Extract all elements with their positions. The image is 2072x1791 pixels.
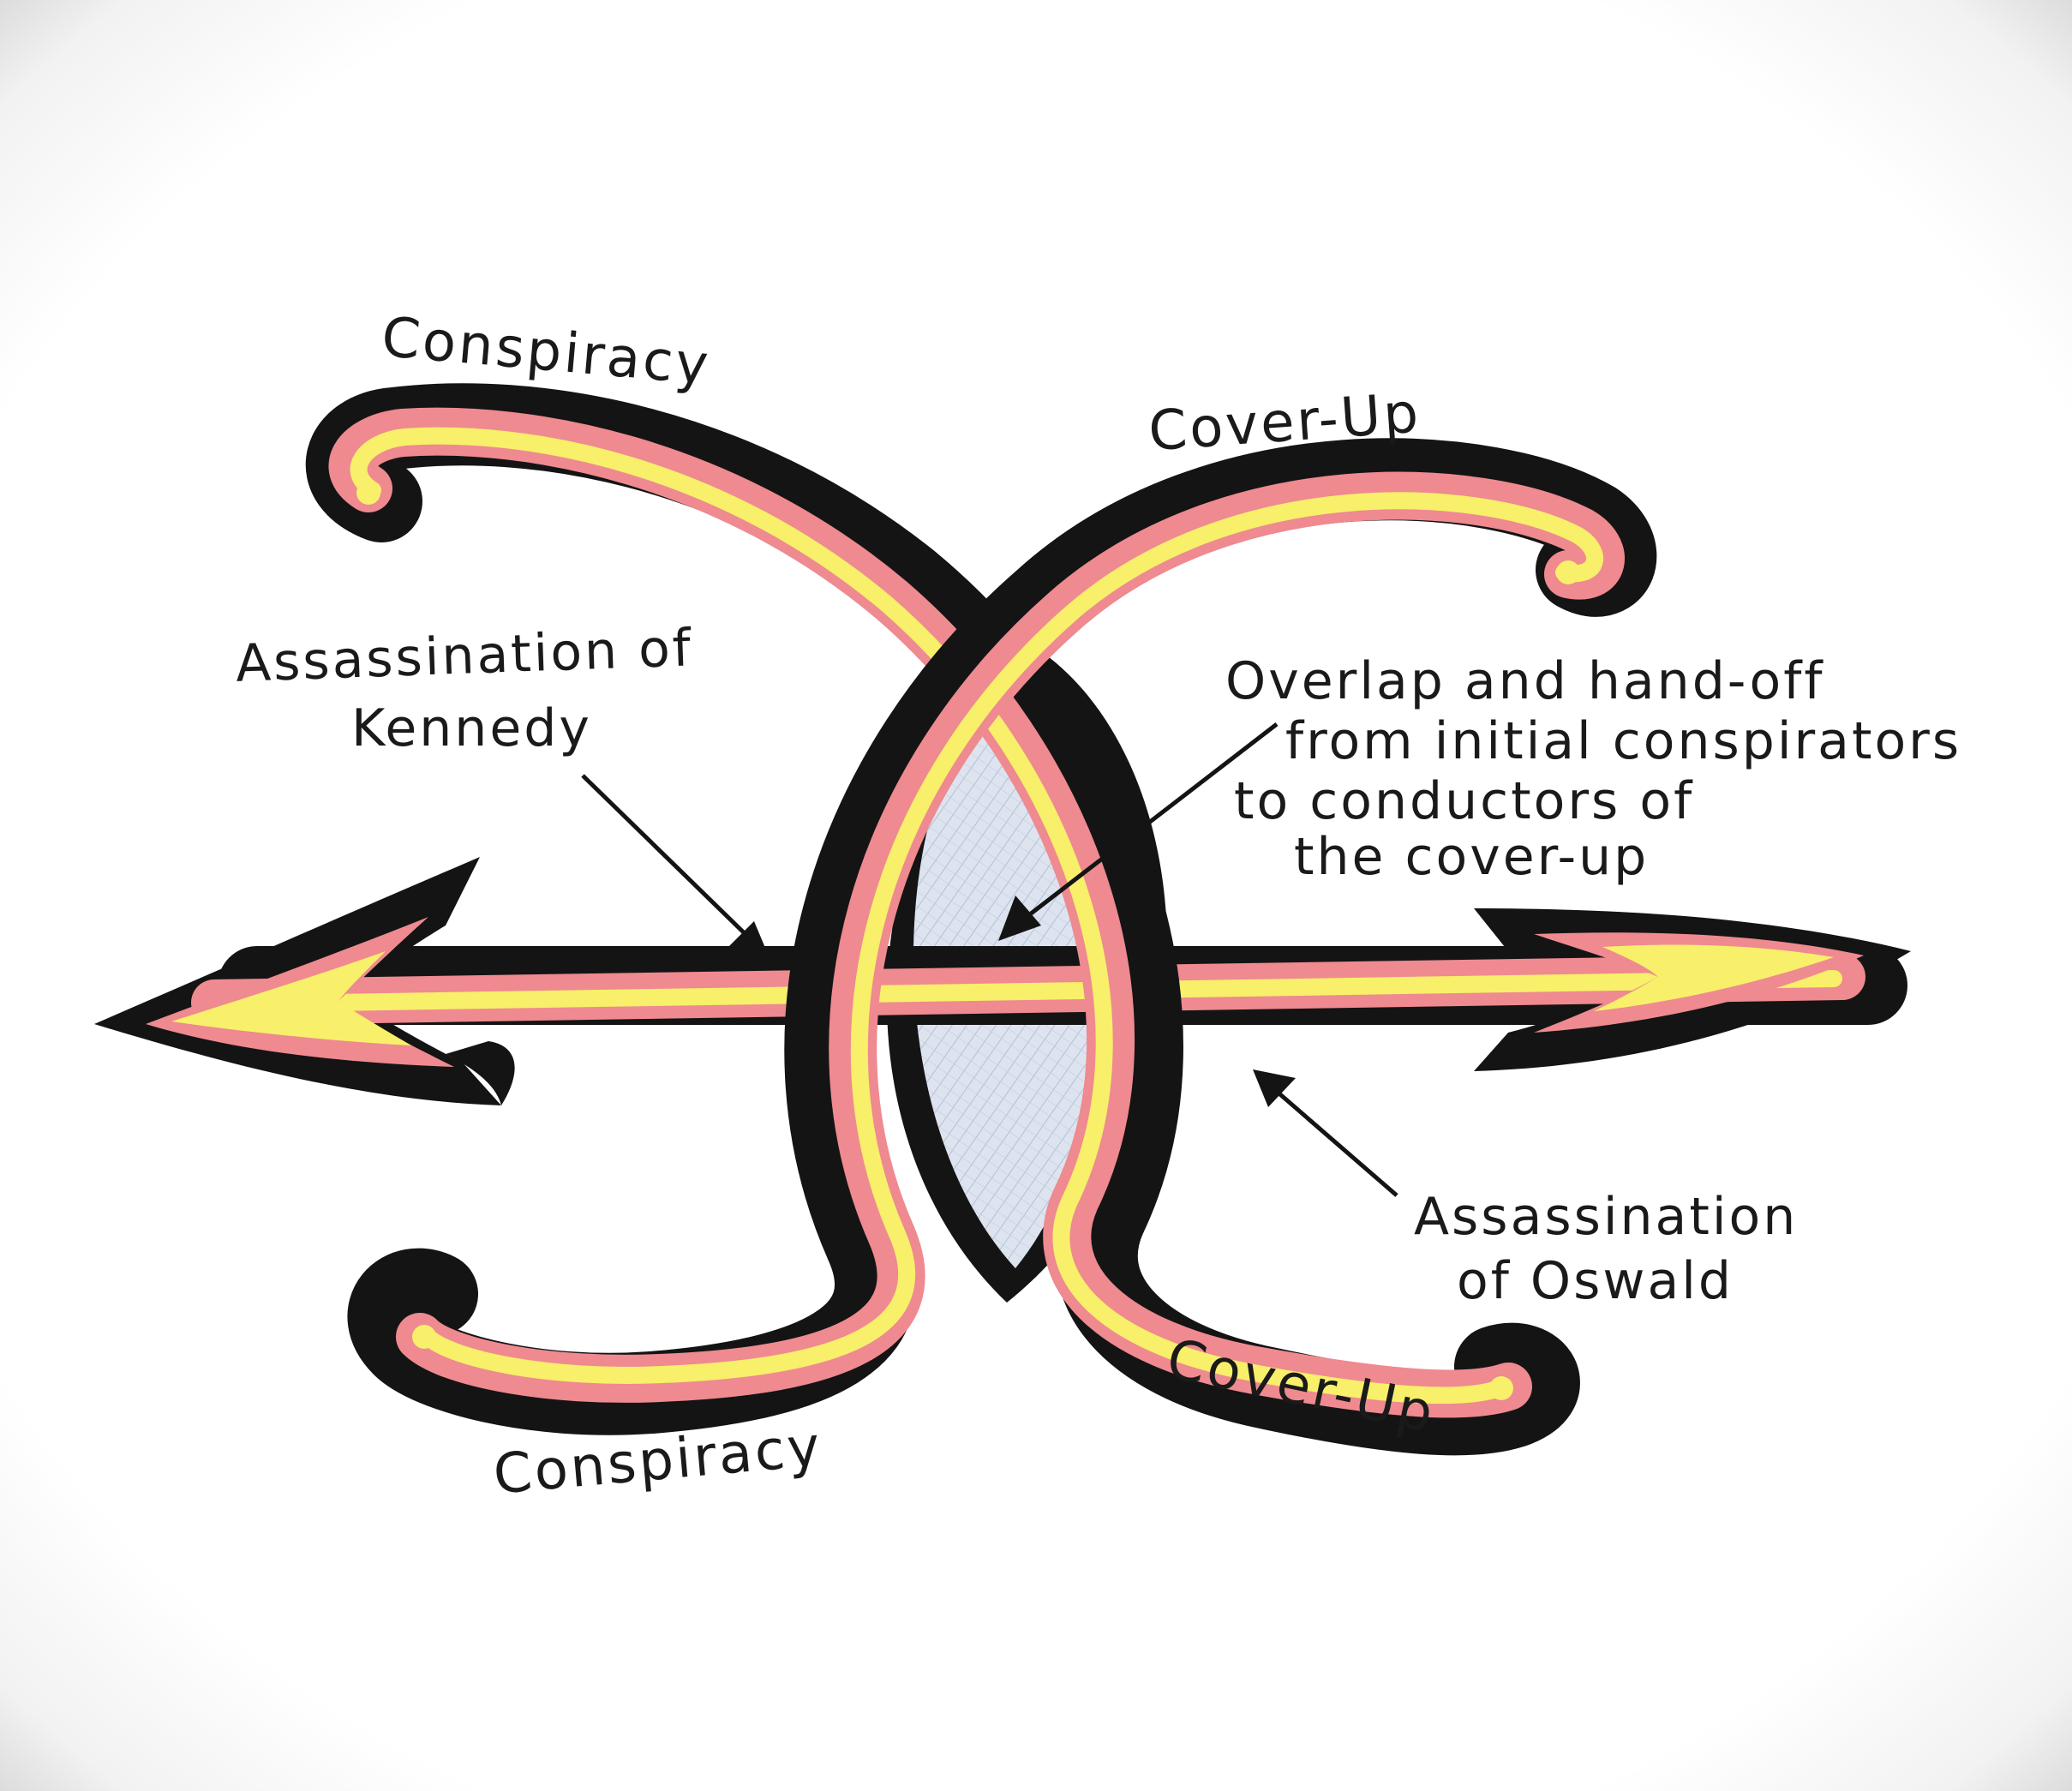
label-oswald-line1: Assassination [1414,1187,1798,1247]
conspiracy-bottom-right-curl [1489,1376,1513,1400]
label-overlap-line2: from initial conspirators [1285,711,1961,771]
conspiracy-top-curl [356,481,380,505]
coverup-band-yellow [417,492,1603,1384]
right-arrowhead-core [1594,944,1834,1011]
left-arrowhead-core [171,951,411,1045]
label-kennedy-line2: Kennedy [351,698,592,758]
timeline-arrow [94,857,1911,1105]
coverup-top-curl [1556,560,1580,584]
label-kennedy-line1: Assassination of [235,618,694,694]
label-overlap-line3: to conductors of [1234,771,1694,831]
coverup-bottom-left-curl [412,1325,436,1349]
label-conspiracy-top: Conspiracy [380,306,714,398]
left-barb-bottom [446,1041,515,1105]
oswald-pointer [1253,1069,1398,1197]
pointer-arrows [581,722,1398,1197]
conspiracy-band [306,383,1580,1456]
label-overlap-line4: the cover-up [1294,827,1649,887]
conspiracy-band-yellow [350,427,1508,1405]
coverup-band [347,438,1657,1435]
kennedy-pointer [581,774,770,958]
label-oswald-line2: of Oswald [1457,1251,1734,1311]
label-overlap-line1: Overlap and hand-off [1225,651,1825,711]
arrow-shaft-yellow [214,970,1842,1013]
overlap-pointer [998,722,1279,941]
